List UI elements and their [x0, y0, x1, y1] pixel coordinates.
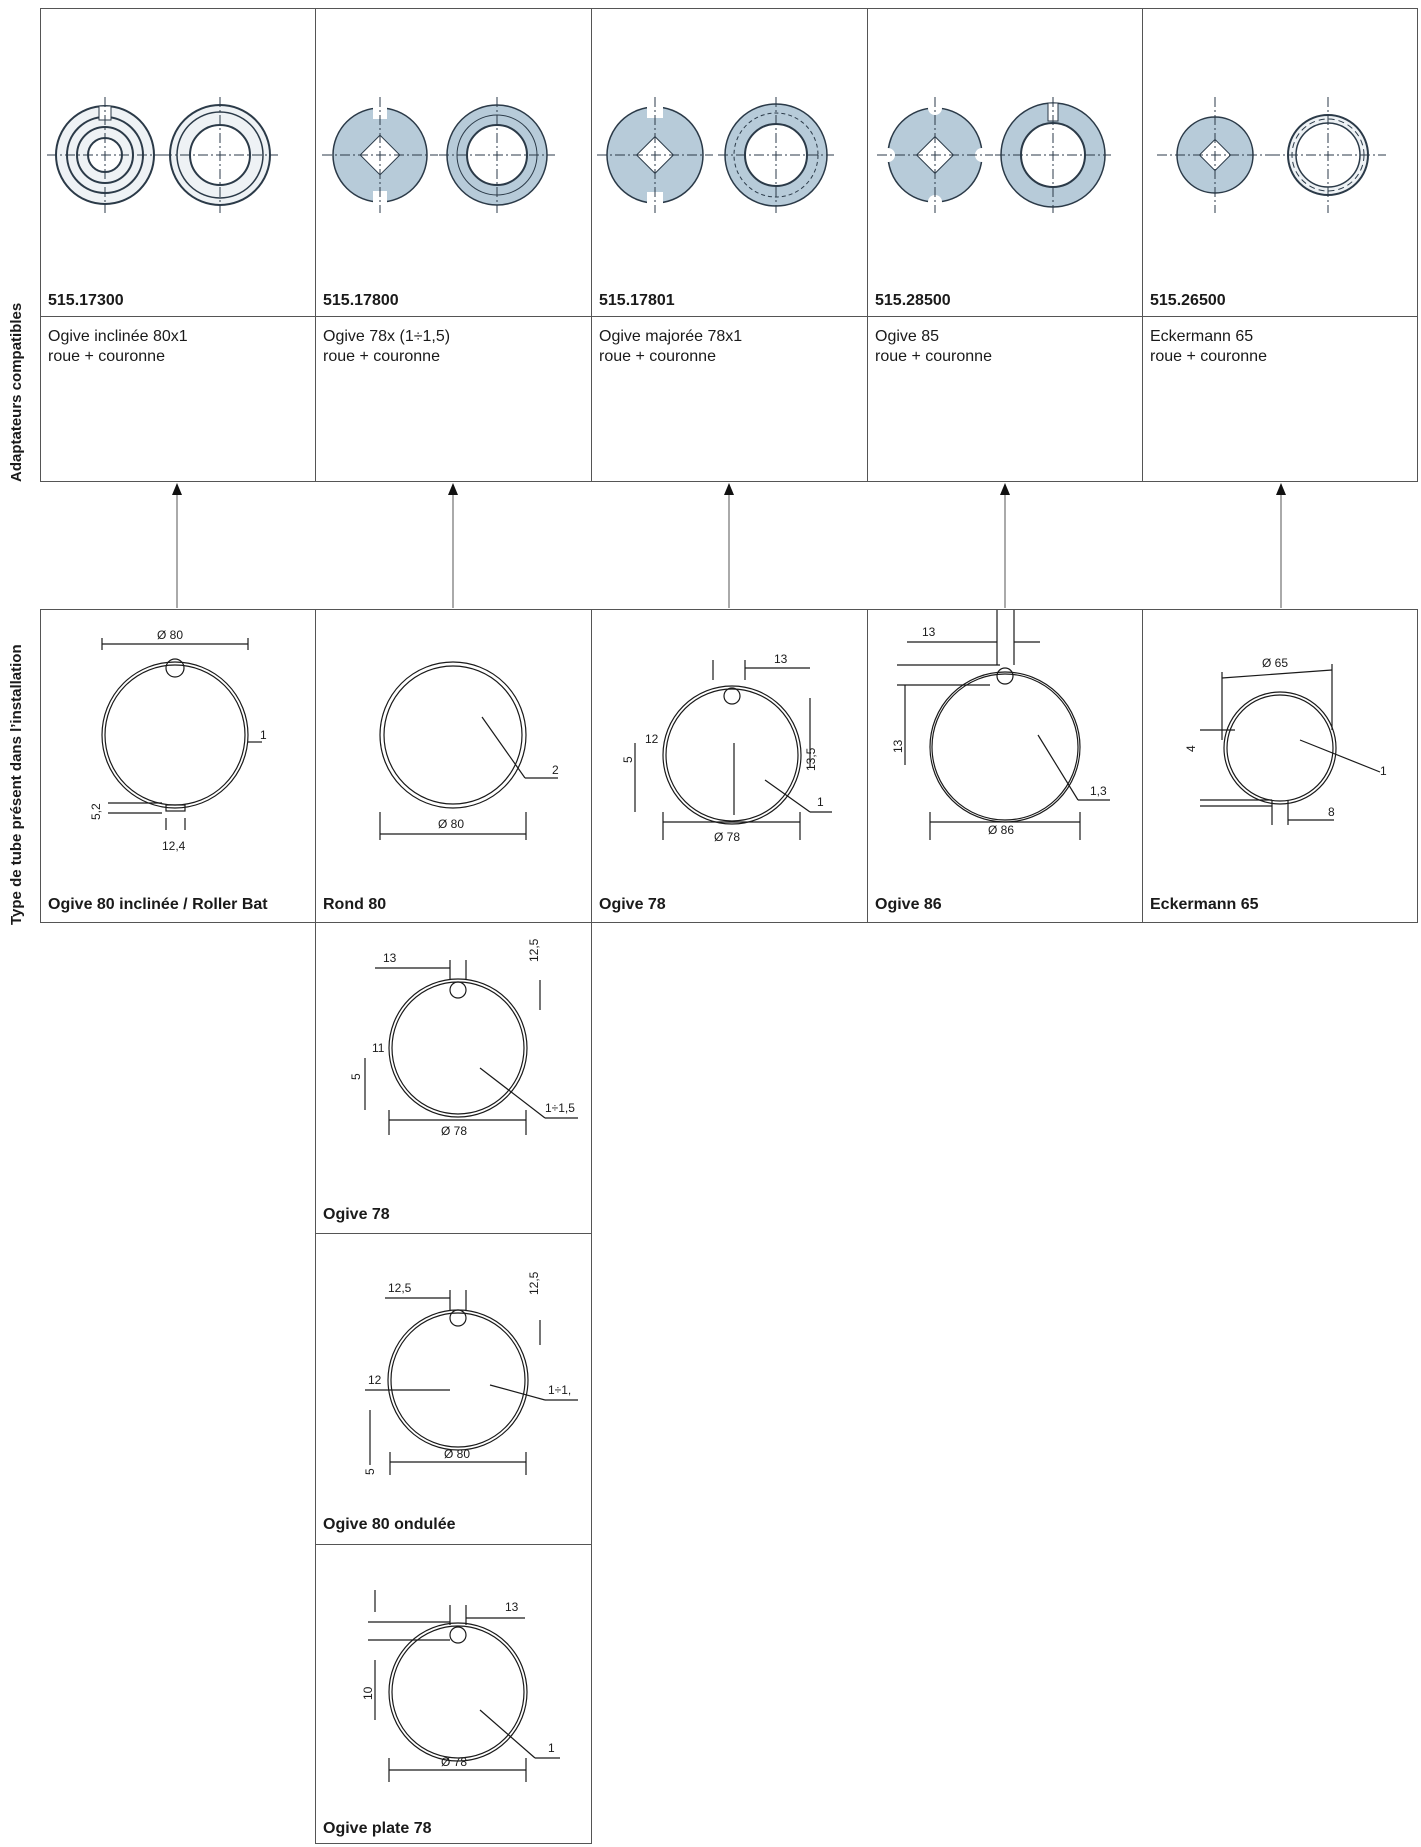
tube-2-diameter-label: Ø 80: [438, 817, 464, 831]
tube-name-6: Ogive 78: [323, 1206, 390, 1223]
tube-8-top-w-label: 13: [505, 1600, 519, 1614]
tube-4-profile: [897, 610, 1110, 840]
tube-6-profile: [364, 960, 578, 1135]
adapter-3-crown-icon: [717, 96, 835, 214]
tube-4-top-h-label: 13: [891, 739, 905, 753]
tube-5-diameter-label: Ø 65: [1262, 656, 1288, 670]
adapter-desc-2b: roue + couronne: [323, 348, 440, 365]
tube-name-3: Ogive 78: [599, 896, 666, 913]
tube-4-thickness-label: 1,3: [1090, 784, 1107, 798]
adapter-code-4: 515.28500: [875, 292, 951, 309]
tube-6-bottom-label: 5: [349, 1073, 363, 1080]
tube-3-inner-label: 12: [645, 732, 659, 746]
tube-4-top-w-label: 13: [922, 625, 936, 639]
adapter-images: [46, 96, 1387, 214]
adapter-desc-3a: Ogive majorée 78x1: [599, 328, 743, 345]
adapter-4-wheel-icon: [876, 96, 994, 214]
adapter-desc-2a: Ogive 78x (1÷1,5): [323, 328, 451, 345]
adapter-2-crown-icon: [438, 96, 556, 214]
tube-6-top-w-label: 13: [383, 951, 397, 965]
adapter-code-2: 515.17800: [323, 292, 399, 309]
adapter-code-5: 515.26500: [1150, 292, 1226, 309]
tube-1-thickness-label: 1: [260, 728, 267, 742]
adapter-desc-5b: roue + couronne: [1150, 348, 1267, 365]
adapter-cell-2: [315, 8, 592, 482]
tube-name-5: Eckermann 65: [1150, 896, 1259, 913]
tube-name-8: Ogive plate 78: [323, 1820, 432, 1837]
adapter-cell-5: [1142, 8, 1418, 482]
compat-arrows: [172, 483, 1286, 608]
adapter-2-wheel-icon: [321, 96, 439, 214]
adapter-5-wheel-icon: [1156, 96, 1274, 214]
tube-name-7: Ogive 80 ondulée: [323, 1516, 456, 1533]
tube-7-top-w-label: 12,5: [388, 1281, 412, 1295]
tube-1-diameter-label: Ø 80: [157, 628, 183, 642]
tube-1-slot-w-label: 12,4: [162, 839, 186, 853]
tube-3-profile: [634, 660, 832, 840]
tube-7-inner-label: 12: [368, 1373, 382, 1387]
tube-2-profile: [379, 661, 558, 840]
tube-cell-2: [315, 609, 592, 923]
adapter-divider: [40, 316, 1418, 317]
tube-3-top-h-label: 13,5: [804, 747, 818, 771]
tube-6-inner-label: 11: [372, 1041, 385, 1055]
adapter-desc-4b: roue + couronne: [875, 348, 992, 365]
tube-name-4: Ogive 86: [875, 896, 942, 913]
tube-cell-1: [40, 609, 316, 923]
adapter-cell-4: [867, 8, 1143, 482]
adapter-4-crown-icon: [994, 96, 1112, 214]
adapter-desc-1b: roue + couronne: [48, 348, 165, 365]
tube-7-diameter-label: Ø 80: [444, 1447, 470, 1461]
tube-2-thickness-label: 2: [552, 763, 559, 777]
adapter-cell-3: [591, 8, 868, 482]
tube-7-top-h-label: 12,5: [527, 1271, 541, 1295]
tube-cell-6: [315, 922, 592, 1234]
tube-8-diameter-label: Ø 78: [441, 1755, 467, 1769]
adapter-desc-3b: roue + couronne: [599, 348, 716, 365]
tube-6-diameter-label: Ø 78: [441, 1124, 467, 1138]
tube-8-profile: [368, 1590, 560, 1782]
tube-7-thickness-label: 1÷1,: [548, 1383, 571, 1397]
tube-3-thickness-label: 1: [817, 795, 824, 809]
adapter-code-1: 515.17300: [48, 292, 124, 309]
adapter-1-crown-icon: [161, 96, 279, 214]
tube-5-groove-label: 4: [1184, 745, 1198, 752]
adapter-code-3: 515.17801: [599, 292, 675, 309]
tube-1-profile: [101, 638, 262, 830]
tube-7-bottom-label: 5: [363, 1468, 377, 1475]
tube-8-top-h-label: 10: [361, 1686, 375, 1700]
tube-name-1: Ogive 80 inclinée / Roller Bat: [48, 896, 268, 913]
tube-7-profile: [365, 1290, 578, 1475]
tube-cell-3: [591, 609, 868, 923]
tube-3-bottom-label: 5: [621, 756, 635, 763]
tube-5-groove-w-label: 8: [1328, 805, 1335, 819]
tube-5-profile: [1200, 664, 1381, 825]
adapter-3-wheel-icon: [596, 96, 714, 214]
tube-5-thickness-label: 1: [1380, 764, 1387, 778]
tube-3-top-w-label: 13: [774, 652, 788, 666]
adapter-desc-4a: Ogive 85: [875, 328, 940, 345]
tube-6-thickness-label: 1÷1,5: [545, 1101, 575, 1115]
tube-8-thickness-label: 1: [548, 1741, 555, 1755]
adapter-1-wheel-icon: [46, 96, 164, 214]
adapter-5-crown-icon: [1269, 96, 1387, 214]
adapter-desc-5a: Eckermann 65: [1150, 328, 1254, 345]
adapter-cell-1: [40, 8, 316, 482]
tube-cell-7: [315, 1233, 592, 1545]
tube-3-diameter-label: Ø 78: [714, 830, 740, 844]
tube-6-top-h-label: 12,5: [527, 938, 541, 962]
tube-1-slot-h-label: 5,2: [89, 803, 103, 820]
tube-name-2: Rond 80: [323, 896, 387, 913]
adapter-desc-1a: Ogive inclinée 80x1: [48, 328, 188, 345]
tube-4-diameter-label: Ø 86: [988, 823, 1014, 837]
tube-cell-4: [867, 609, 1143, 923]
tube-cell-8: [315, 1544, 592, 1844]
tube-cell-5: [1142, 609, 1418, 923]
